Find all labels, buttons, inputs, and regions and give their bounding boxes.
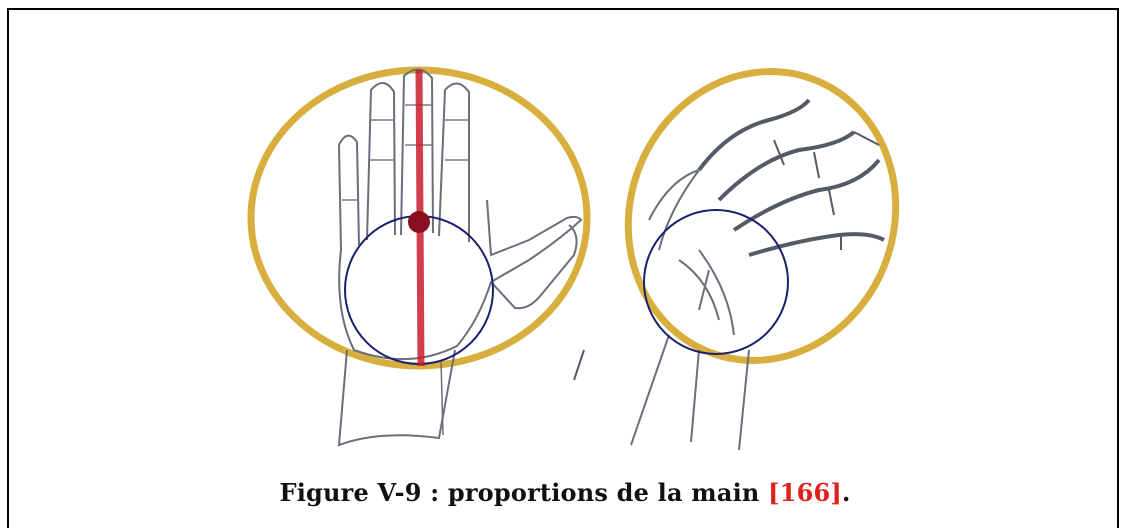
finger-index (439, 83, 469, 242)
figure-frame: Figure V-9 : proportions de la main [166… (7, 8, 1119, 528)
thumb-outline-right (649, 170, 699, 250)
finger-curl-1 (699, 100, 809, 170)
palm-outline (339, 200, 581, 359)
foreshortened-hand-drawing (574, 50, 929, 450)
caption-text: Figure V-9 : proportions de la main (279, 478, 768, 507)
open-palm-hand-drawing (251, 69, 587, 445)
caption-period: . (842, 478, 851, 507)
finger-ring (367, 83, 395, 240)
finger-curl-2 (719, 132, 854, 200)
caption-reference[interactable]: [166] (768, 478, 842, 507)
inner-palm-circle-right (644, 210, 788, 354)
hand-proportions-illustration (229, 50, 929, 470)
figure-caption: Figure V-9 : proportions de la main [166… (9, 478, 1121, 507)
axis-center-dot (408, 211, 430, 233)
finger-curl-4 (749, 234, 884, 255)
finger-pinky (339, 136, 359, 250)
